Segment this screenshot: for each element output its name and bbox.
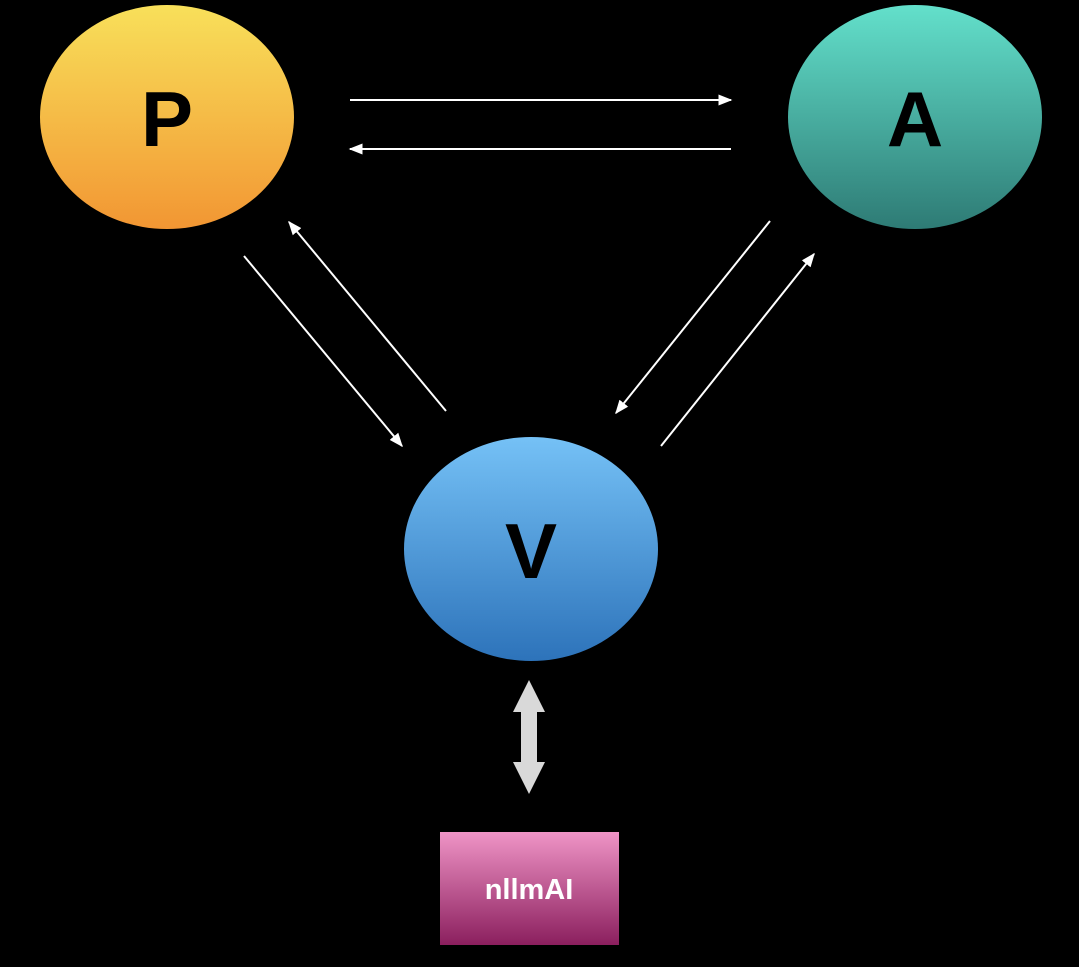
node-p-label: P	[141, 75, 193, 163]
node-p-shape	[40, 5, 294, 229]
node-v-shape	[404, 437, 658, 661]
nllmai-box-label: nllmAI	[485, 874, 574, 906]
nllmai-box-shape	[440, 832, 619, 945]
double-arrow-connector	[513, 680, 545, 794]
node-a: A	[788, 5, 1042, 229]
node-a-shape	[788, 5, 1042, 229]
arrow-v-to-p	[288, 220, 447, 412]
arrow-a-to-v	[615, 220, 771, 415]
arrow-p-to-v	[243, 255, 403, 448]
node-p: P	[40, 5, 294, 229]
node-a-label: A	[887, 75, 943, 163]
node-v: V	[404, 437, 658, 661]
node-v-label: V	[505, 507, 557, 595]
arrow-v-to-a	[660, 252, 815, 447]
nllmai-box: nllmAI	[440, 832, 619, 945]
